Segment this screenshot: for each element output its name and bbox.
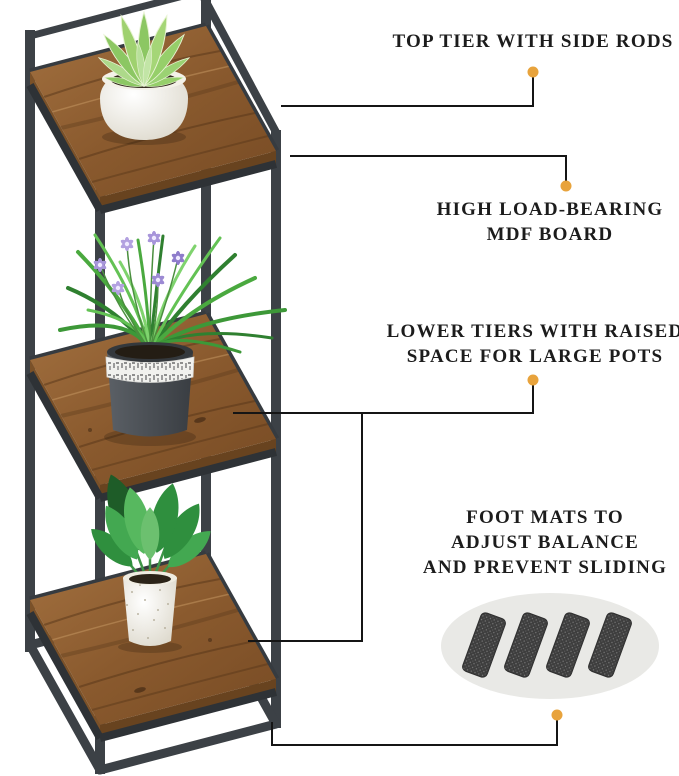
leg-back-left [25, 30, 35, 652]
bottom-plant [84, 469, 217, 653]
callout-dot-lower-tiers [527, 374, 539, 386]
callout-line-lower-tiers [233, 385, 534, 642]
callout-line-top-tier [281, 77, 534, 107]
purple-flowers [93, 231, 185, 295]
leg-front-right [271, 130, 281, 728]
pot-white-band [105, 356, 195, 383]
foot-mat [546, 612, 590, 678]
middle-plant [58, 231, 287, 446]
annotation-lower-tiers: LOWER TIERS WITH RAISED SPACE FOR LARGE … [386, 321, 679, 367]
foot-mats-graphic [441, 593, 659, 699]
foot-mat [504, 612, 548, 678]
callout-lines [233, 77, 567, 746]
annotation-mdf-board: HIGH LOAD-BEARING MDF BOARD [436, 199, 664, 245]
back-top-rod [26, 0, 182, 40]
annotation-foot-mats: FOOT MATS TO ADJUST BALANCE AND PREVENT … [422, 507, 668, 578]
callout-dots [527, 66, 572, 721]
side-rod [200, 0, 281, 138]
callout-dot-mdf-board [560, 180, 572, 192]
callout-line-mdf-board [290, 155, 567, 181]
callout-dot-foot-mats [551, 709, 563, 721]
annotation-top-tier: TOP TIER WITH SIDE RODS [392, 31, 674, 52]
callout-line-foot-mats [271, 720, 558, 746]
foot-mat [462, 612, 506, 678]
top-plant [96, 11, 192, 145]
pot-speckles [126, 584, 169, 639]
foot-mat [588, 612, 632, 678]
callout-dot-top-tier [527, 66, 539, 78]
white-speckled-pot [123, 578, 177, 646]
